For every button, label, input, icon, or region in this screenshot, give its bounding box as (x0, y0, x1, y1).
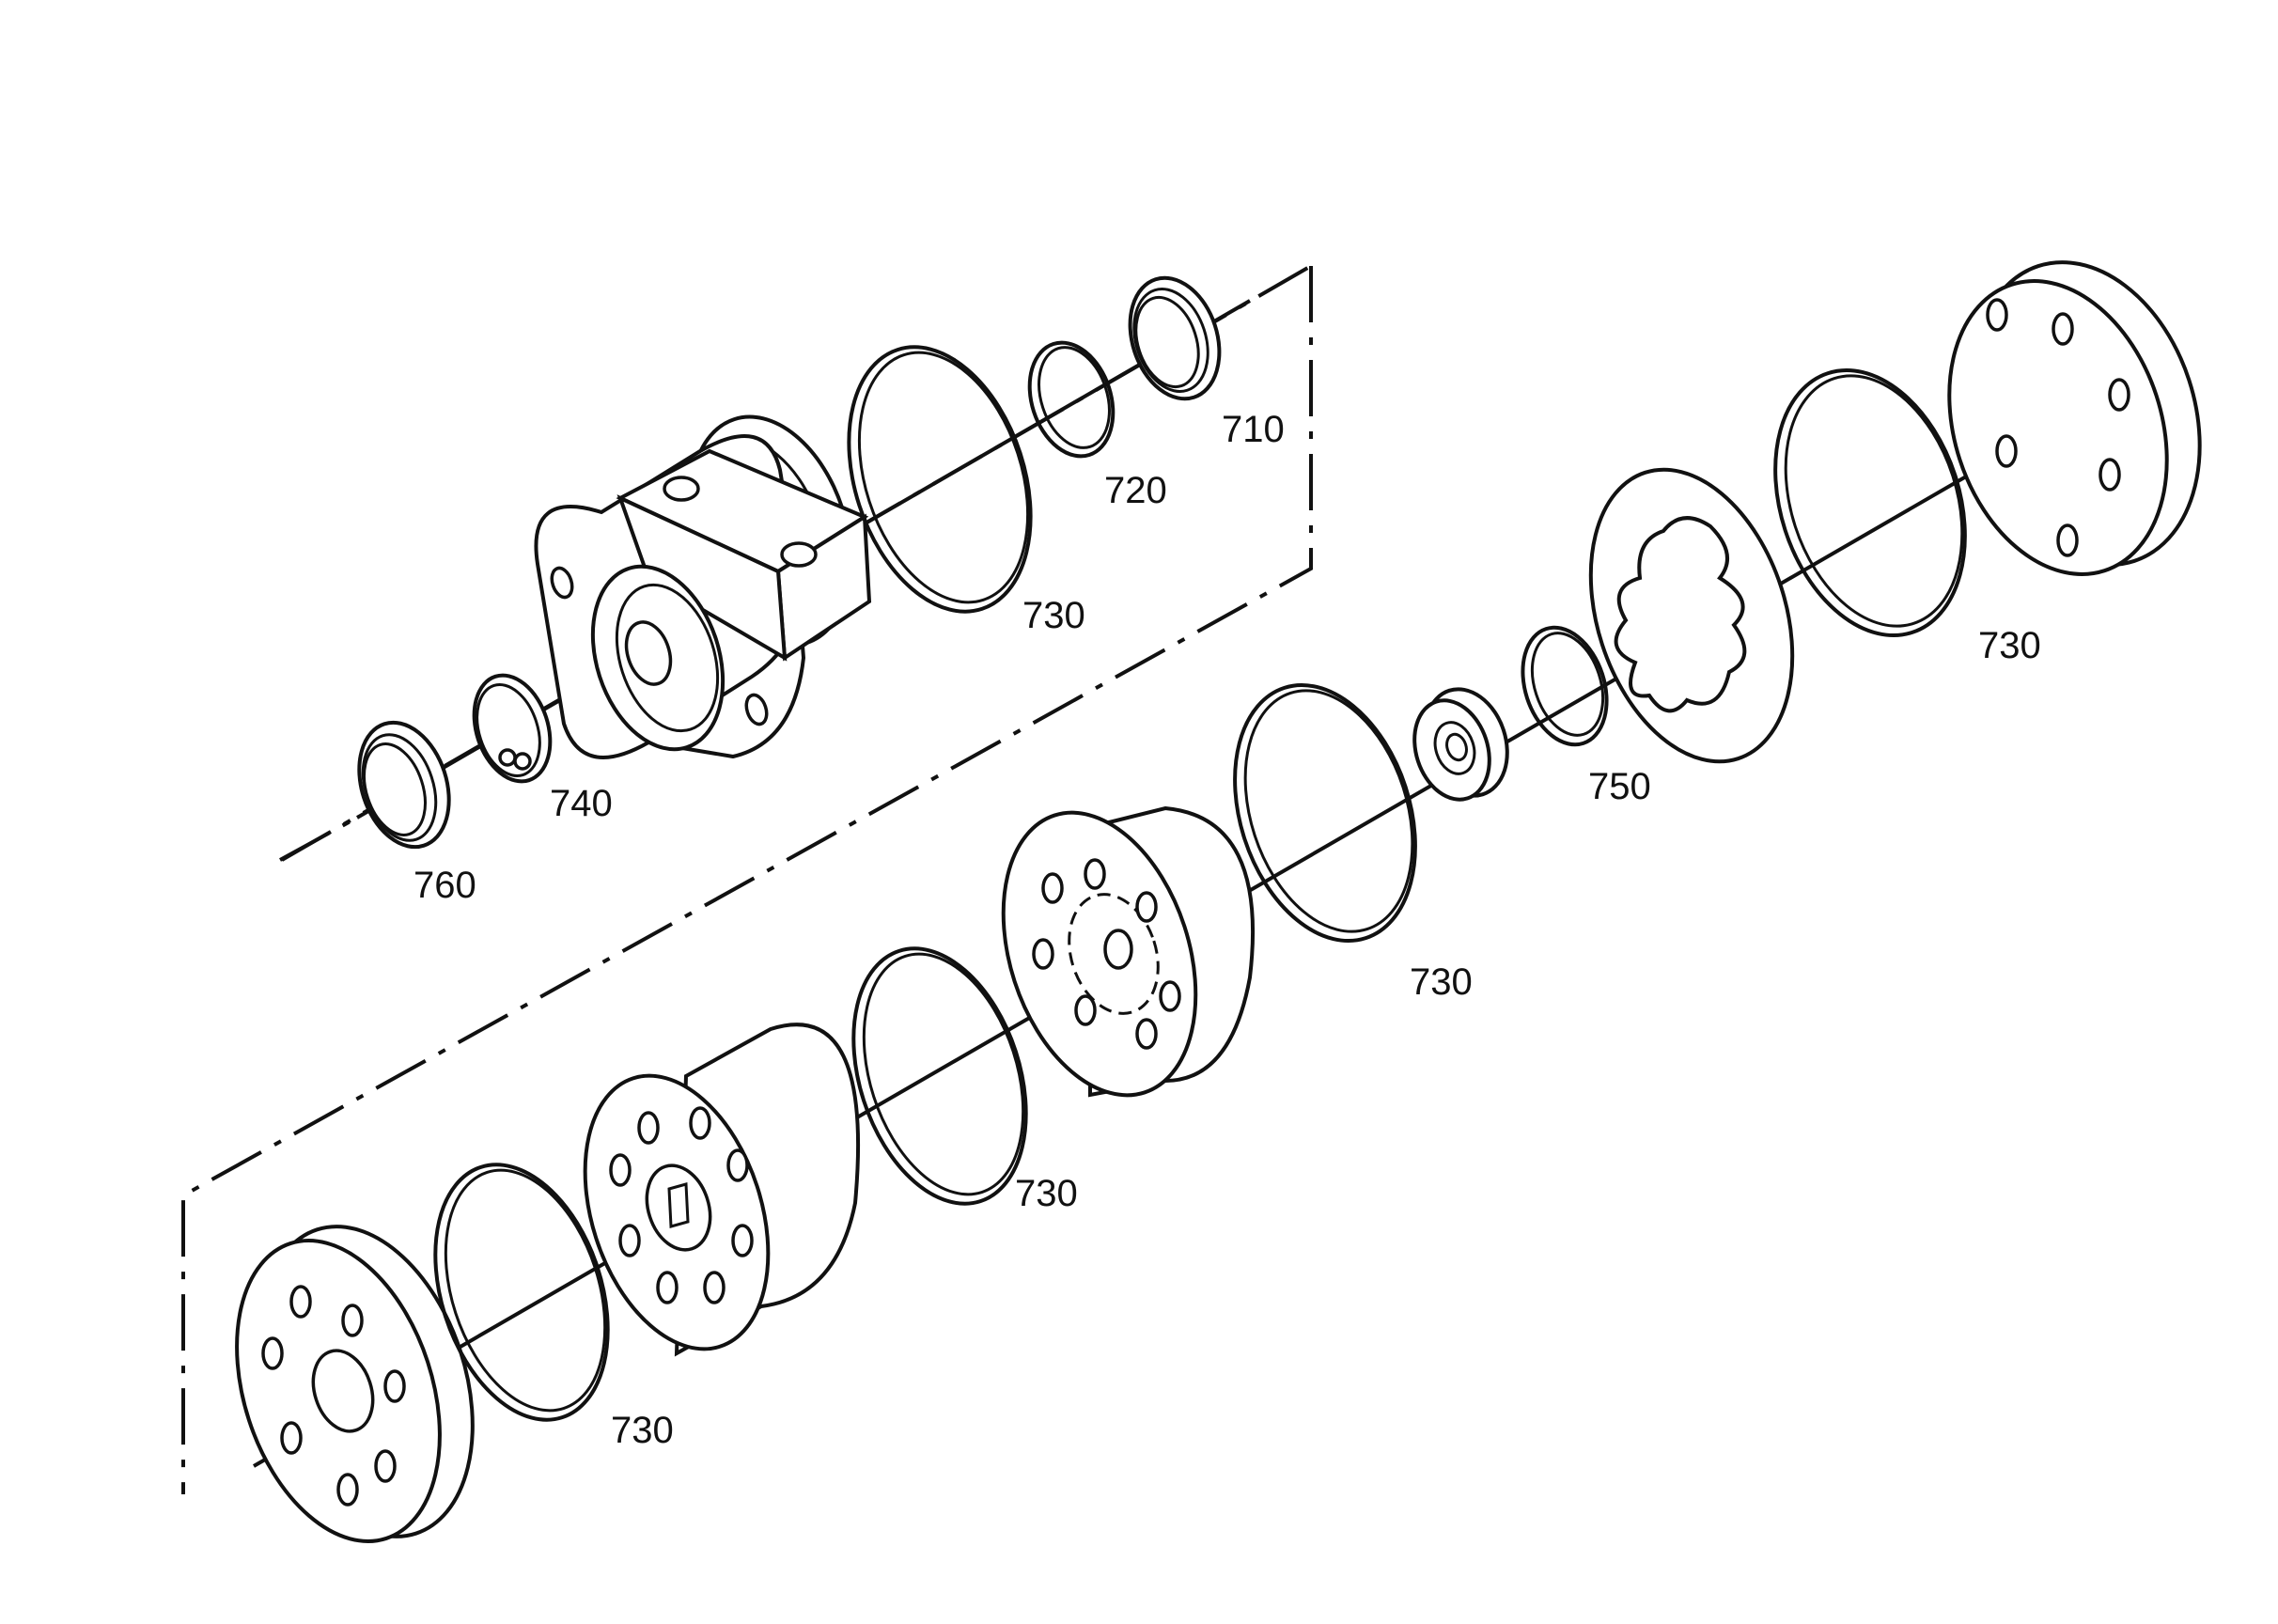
o-ring-730-lower-left (433, 1163, 610, 1422)
callout-730-upper: 730 (1022, 595, 1085, 636)
end-cover-plate-upper (1947, 260, 2202, 576)
ring-720 (1027, 340, 1116, 459)
callout-730-lower: 730 (611, 1410, 674, 1451)
callout-730-mid-right: 730 (1410, 961, 1473, 1003)
callout-labels: 710 720 730 740 760 750 730 730 730 730 (413, 409, 2041, 1451)
ring-750 (1521, 625, 1609, 747)
o-ring-730-upper-right (1773, 368, 1967, 637)
seal-710 (1128, 275, 1222, 401)
seal-ring-760 (357, 720, 451, 850)
callout-750: 750 (1588, 766, 1651, 807)
callout-730-middle: 730 (1015, 1173, 1078, 1214)
motor-housing (534, 414, 872, 759)
bearing (1412, 687, 1509, 802)
o-ring-730-upper (847, 345, 1033, 614)
valve-plate (1001, 805, 1255, 1098)
callout-710: 710 (1222, 409, 1285, 450)
rotor-drum (583, 1023, 861, 1357)
gerotor-plate (1588, 467, 1795, 764)
callout-740: 740 (550, 783, 613, 824)
snap-ring-740 (472, 673, 553, 784)
end-cover-plate-lower (235, 1225, 475, 1543)
o-ring-730-middle-right (1233, 682, 1417, 944)
o-ring-730-middle (851, 946, 1028, 1206)
callout-760: 760 (413, 865, 476, 906)
callout-720: 720 (1104, 470, 1167, 511)
callout-730-right: 730 (1978, 625, 2041, 666)
